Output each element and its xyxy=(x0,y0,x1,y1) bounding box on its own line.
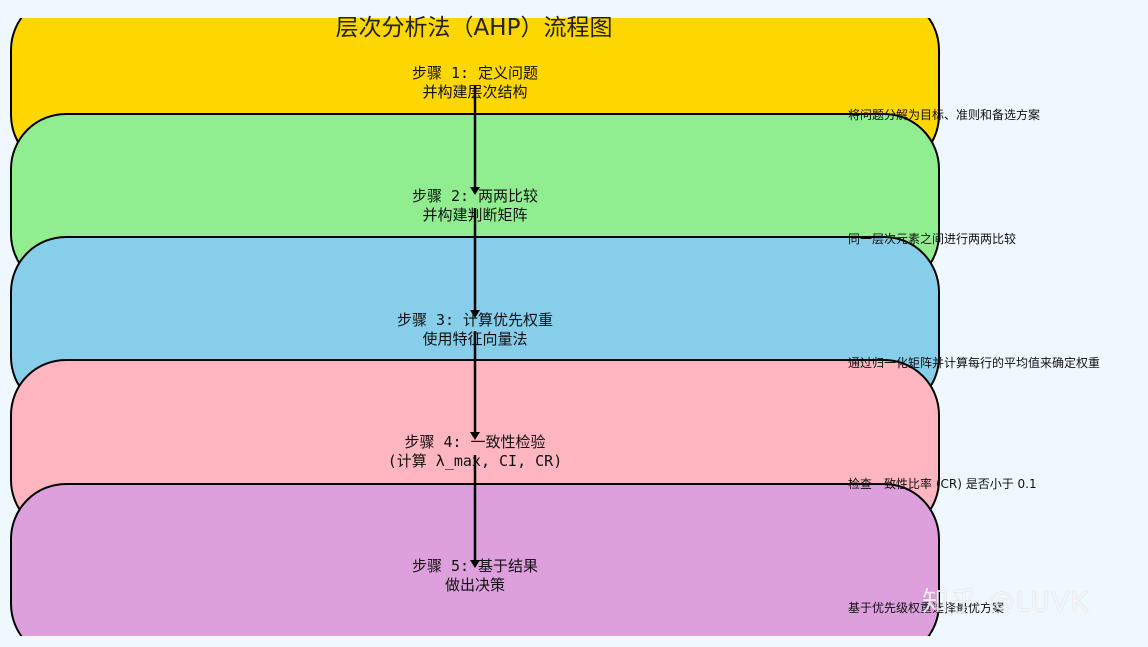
step-note-5: 基于优先级权重选择最优方案 xyxy=(848,601,1005,615)
step-subtitle: 并构建层次结构 xyxy=(422,83,528,101)
step-title: 步骤 4: 一致性检验 xyxy=(404,433,546,451)
step-label-3: 步骤 3: 计算优先权重使用特征向量法 xyxy=(10,311,940,349)
step-subtitle: 使用特征向量法 xyxy=(422,330,528,348)
step-title: 步骤 3: 计算优先权重 xyxy=(396,311,554,329)
flow-arrowhead xyxy=(470,310,480,318)
step-subtitle: 做出决策 xyxy=(444,576,505,594)
flow-arrowhead xyxy=(470,187,480,195)
step-title: 步骤 2: 两两比较 xyxy=(411,187,539,205)
flow-arrowhead xyxy=(470,432,480,440)
step-note-1: 将问题分解为目标、准则和备选方案 xyxy=(848,108,1041,122)
step-subtitle: (计算 λ_max, CI, CR) xyxy=(387,452,563,470)
step-note-2: 同一层次元素之间进行两两比较 xyxy=(848,232,1017,246)
step-note-4: 检查一致性比率 (CR) 是否小于 0.1 xyxy=(848,477,1037,491)
step-label-4: 步骤 4: 一致性检验(计算 λ_max, CI, CR) xyxy=(10,433,940,471)
diagram-title: 层次分析法（AHP）流程图 xyxy=(335,15,613,41)
step-note-3: 通过归一化矩阵并计算每行的平均值来确定权重 xyxy=(848,356,1101,370)
step-label-5: 步骤 5: 基于结果做出决策 xyxy=(10,557,940,595)
step-title: 步骤 1: 定义问题 xyxy=(411,64,539,82)
watermark: 知乎 @LUVK xyxy=(922,587,1090,618)
flow-arrowhead xyxy=(470,560,480,568)
step-label-2: 步骤 2: 两两比较并构建判断矩阵 xyxy=(10,187,940,225)
step-title: 步骤 5: 基于结果 xyxy=(411,557,539,575)
step-subtitle: 并构建判断矩阵 xyxy=(422,206,528,224)
step-label-1: 步骤 1: 定义问题并构建层次结构 xyxy=(10,64,940,102)
